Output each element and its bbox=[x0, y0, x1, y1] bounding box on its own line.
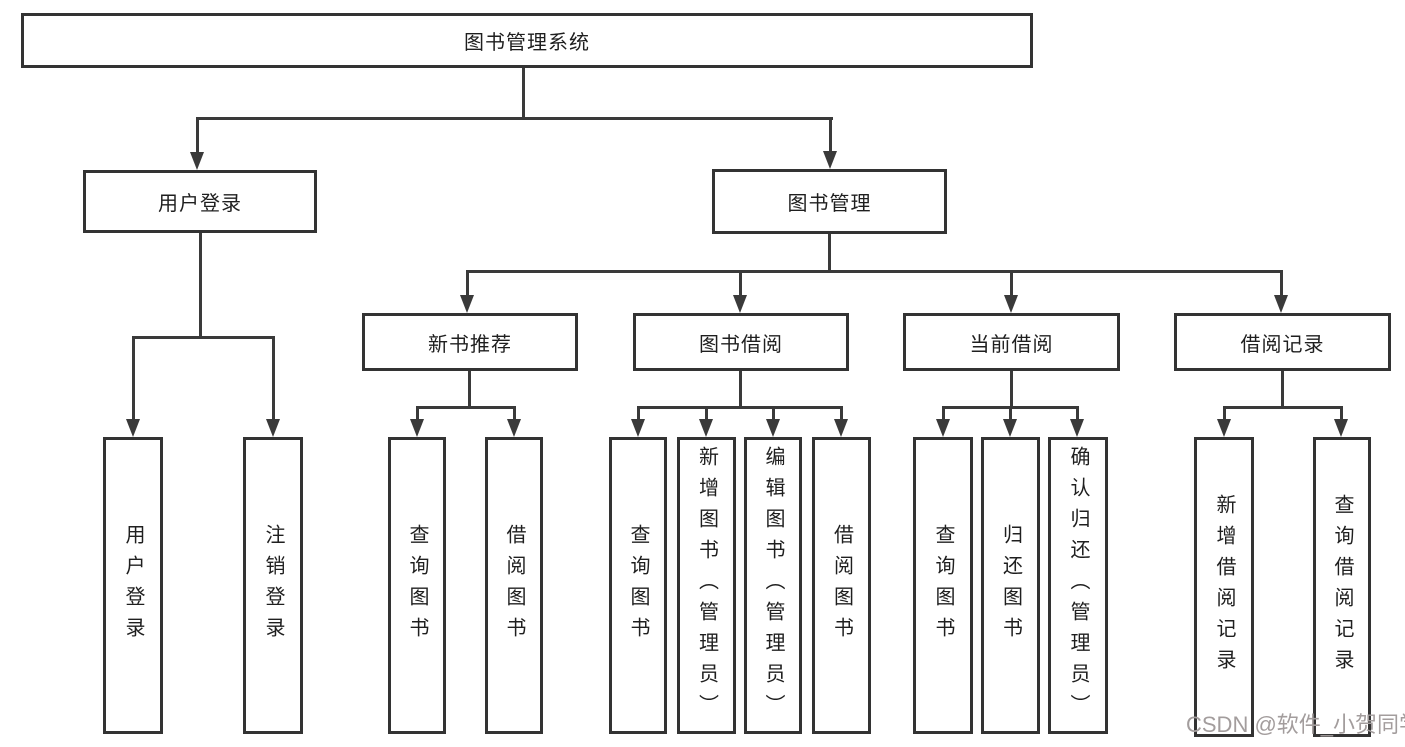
node-current-borrowing-label: 当前借阅 bbox=[969, 333, 1054, 356]
connector-line bbox=[828, 234, 831, 273]
connector-line bbox=[637, 406, 640, 422]
watermark: CSDN @软件_小贺同学 bbox=[1186, 712, 1405, 737]
connector-line bbox=[416, 406, 419, 422]
arrow-head bbox=[190, 152, 204, 170]
arrow-head bbox=[631, 419, 645, 437]
arrow-head bbox=[936, 419, 950, 437]
node-borrowing-records: 借阅记录 bbox=[1174, 313, 1391, 371]
arrow-head bbox=[823, 151, 837, 169]
connector-line bbox=[132, 336, 274, 339]
node-library-system: 图书管理系统 bbox=[21, 13, 1033, 68]
node-book-borrowing: 图书借阅 bbox=[633, 313, 849, 371]
leaf-borrow-books: 借阅图书 bbox=[812, 437, 871, 734]
arrow-head bbox=[1004, 295, 1018, 313]
leaf-query-borrow-record: 查询借阅记录 bbox=[1313, 437, 1371, 737]
connector-line bbox=[739, 270, 742, 298]
node-library-system-label: 图书管理系统 bbox=[464, 32, 590, 54]
leaf-query-books-borrowing: 查询图书 bbox=[609, 437, 667, 734]
arrow-head bbox=[1070, 419, 1084, 437]
connector-line bbox=[522, 68, 525, 118]
node-user-login: 用户登录 bbox=[83, 170, 317, 233]
node-book-borrowing-label: 图书借阅 bbox=[699, 333, 783, 356]
arrow-head bbox=[410, 419, 424, 437]
arrow-head bbox=[834, 419, 848, 437]
leaf-query-books-current: 查询图书 bbox=[913, 437, 973, 734]
leaf-logout-label: 注销登录 bbox=[262, 523, 284, 648]
arrow-head bbox=[507, 419, 521, 437]
connector-line bbox=[705, 406, 708, 422]
leaf-query-books-recommend-label: 查询图书 bbox=[406, 523, 428, 648]
node-user-login-label: 用户登录 bbox=[158, 193, 242, 215]
connector-line bbox=[840, 406, 843, 422]
connector-line bbox=[942, 406, 945, 422]
connector-line bbox=[513, 406, 516, 422]
connector-line bbox=[1076, 406, 1079, 422]
connector-line bbox=[829, 117, 832, 153]
leaf-logout: 注销登录 bbox=[243, 437, 303, 734]
arrow-head bbox=[266, 419, 280, 437]
leaf-query-books-current-label: 查询图书 bbox=[932, 523, 954, 648]
node-book-management: 图书管理 bbox=[712, 169, 947, 234]
connector-line bbox=[1010, 270, 1013, 298]
node-book-management-label: 图书管理 bbox=[787, 193, 872, 215]
connector-line bbox=[1010, 371, 1013, 409]
leaf-borrow-books-recommend: 借阅图书 bbox=[485, 437, 543, 734]
leaf-confirm-return-admin-label: 确认归还（管理员） bbox=[1067, 446, 1089, 725]
node-current-borrowing: 当前借阅 bbox=[903, 313, 1120, 371]
leaf-add-books-admin: 新增图书（管理员） bbox=[677, 437, 736, 734]
leaf-edit-books-admin: 编辑图书（管理员） bbox=[744, 437, 802, 734]
arrow-head bbox=[699, 419, 713, 437]
leaf-return-books: 归还图书 bbox=[981, 437, 1040, 734]
leaf-user-login: 用户登录 bbox=[103, 437, 163, 734]
connector-line bbox=[1223, 406, 1342, 409]
connector-line bbox=[132, 336, 135, 421]
connector-line bbox=[466, 270, 1283, 273]
arrow-head bbox=[1334, 419, 1348, 437]
leaf-query-borrow-record-label: 查询借阅记录 bbox=[1331, 494, 1353, 680]
connector-line bbox=[468, 371, 471, 409]
leaf-borrow-books-label: 借阅图书 bbox=[830, 523, 853, 648]
connector-line bbox=[199, 233, 202, 339]
arrow-head bbox=[1217, 419, 1231, 437]
connector-line bbox=[272, 336, 275, 421]
leaf-add-borrow-record-label: 新增借阅记录 bbox=[1213, 494, 1235, 680]
leaf-add-books-admin-label: 新增图书（管理员） bbox=[695, 446, 718, 725]
node-new-book-recommend-label: 新书推荐 bbox=[428, 333, 512, 356]
connector-line bbox=[196, 117, 199, 154]
connector-line bbox=[637, 406, 843, 409]
leaf-user-login-label: 用户登录 bbox=[122, 523, 144, 648]
arrow-head bbox=[766, 419, 780, 437]
connector-line bbox=[466, 270, 469, 298]
leaf-query-books-borrowing-label: 查询图书 bbox=[627, 523, 649, 648]
leaf-confirm-return-admin: 确认归还（管理员） bbox=[1048, 437, 1108, 734]
connector-line bbox=[1223, 406, 1226, 422]
leaf-edit-books-admin-label: 编辑图书（管理员） bbox=[762, 446, 784, 725]
leaf-return-books-label: 归还图书 bbox=[999, 523, 1022, 648]
connector-line bbox=[739, 371, 742, 409]
leaf-borrow-books-recommend-label: 借阅图书 bbox=[503, 523, 525, 648]
connector-line bbox=[1009, 406, 1012, 422]
connector-line bbox=[416, 406, 515, 409]
connector-line bbox=[772, 406, 775, 422]
leaf-query-books-recommend: 查询图书 bbox=[388, 437, 446, 734]
arrow-head bbox=[1003, 419, 1017, 437]
connector-line bbox=[1281, 371, 1284, 409]
connector-line bbox=[1280, 270, 1283, 298]
arrow-head bbox=[1274, 295, 1288, 313]
node-borrowing-records-label: 借阅记录 bbox=[1240, 333, 1325, 356]
node-new-book-recommend: 新书推荐 bbox=[362, 313, 578, 371]
arrow-head bbox=[733, 295, 747, 313]
arrow-head bbox=[126, 419, 140, 437]
connector-line bbox=[1340, 406, 1343, 422]
leaf-add-borrow-record: 新增借阅记录 bbox=[1194, 437, 1254, 737]
connector-line bbox=[196, 117, 833, 120]
arrow-head bbox=[460, 295, 474, 313]
